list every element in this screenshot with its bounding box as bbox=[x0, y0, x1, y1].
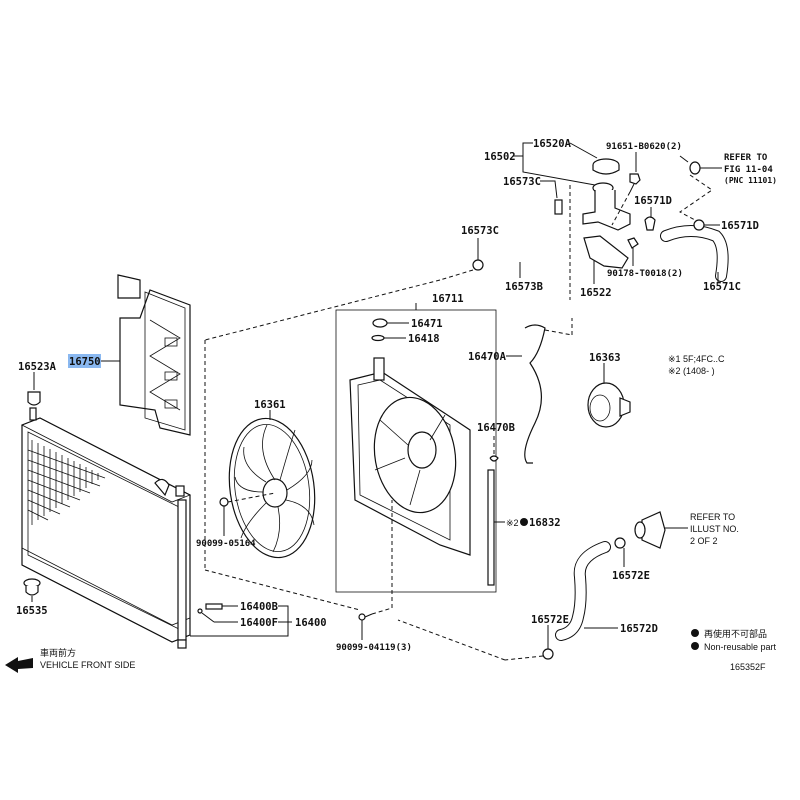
label-16535[interactable]: 16535 bbox=[16, 605, 48, 617]
part-16520A-cap[interactable] bbox=[592, 158, 620, 175]
ref-illust-line3: 2 OF 2 bbox=[690, 536, 718, 546]
nut-90099-05164[interactable] bbox=[219, 497, 229, 507]
ref-fig-line2[interactable]: FIG 11-04 bbox=[724, 165, 773, 175]
label-16400B[interactable]: 16400B bbox=[240, 601, 278, 613]
label-16400F[interactable]: 16400F bbox=[240, 617, 278, 629]
figure-code: 165352F bbox=[730, 662, 766, 672]
ref-fig-line3: (PNC 11101) bbox=[724, 176, 777, 185]
label-16571D-b[interactable]: 16571D bbox=[721, 220, 759, 232]
part-16523A-cap[interactable] bbox=[27, 372, 41, 406]
label-16470B[interactable]: 16470B bbox=[477, 422, 515, 434]
radiator[interactable] bbox=[21, 407, 191, 649]
label-16400[interactable]: 16400 bbox=[295, 617, 327, 629]
label-16523A[interactable]: 16523A bbox=[18, 361, 57, 373]
label-16471[interactable]: 16471 bbox=[411, 318, 443, 330]
part-16400B-drain-cock[interactable] bbox=[197, 603, 223, 614]
label-91651-B0620[interactable]: 91651-B0620(2) bbox=[606, 142, 682, 152]
ref-fig-line1: REFER TO bbox=[724, 153, 768, 163]
note-1: ※1 5F;4FC..C bbox=[668, 354, 725, 364]
label-16573C-lower[interactable]: 16573C bbox=[461, 225, 499, 237]
refer-fig-pipe bbox=[679, 155, 701, 175]
radiator-core-fins bbox=[27, 440, 106, 525]
ref-illust-line2[interactable]: ILLUST NO. bbox=[690, 524, 739, 534]
part-16470B-clip[interactable] bbox=[489, 455, 499, 462]
legend-en: Non-reusable part bbox=[704, 642, 777, 652]
label-16832-note: ※2 bbox=[506, 518, 519, 528]
label-90099-05164[interactable]: 90099-05164 bbox=[196, 539, 256, 549]
part-16573C-clamp-lower[interactable] bbox=[472, 259, 484, 271]
label-16832[interactable]: 16832 bbox=[529, 517, 561, 529]
ref-illust-line1: REFER TO bbox=[690, 512, 735, 522]
label-16361[interactable]: 16361 bbox=[254, 399, 286, 411]
label-16573B[interactable]: 16573B bbox=[505, 281, 543, 293]
part-16571D-clamp-b[interactable] bbox=[693, 219, 705, 231]
part-16571D-clamp-a[interactable] bbox=[644, 216, 656, 231]
legend-dot-jp bbox=[691, 629, 699, 637]
part-16502-filler-neck[interactable] bbox=[582, 182, 631, 231]
part-16572E-clamp-upper[interactable] bbox=[614, 537, 626, 549]
label-16711[interactable]: 16711 bbox=[432, 293, 464, 305]
bolt-90099-04119[interactable] bbox=[358, 613, 373, 621]
direction-jp: 車両前方 bbox=[40, 647, 76, 658]
label-90178-T0018[interactable]: 90178-T0018(2) bbox=[607, 269, 683, 279]
fan-blades bbox=[234, 424, 315, 553]
label-16750[interactable]: 16750 bbox=[69, 356, 101, 368]
label-16572D[interactable]: 16572D bbox=[620, 623, 658, 635]
part-16535-cushion[interactable] bbox=[23, 578, 41, 602]
part-16470A-hose[interactable] bbox=[524, 324, 546, 464]
label-16571C[interactable]: 16571C bbox=[703, 281, 741, 293]
label-16418[interactable]: 16418 bbox=[408, 333, 440, 345]
part-16573C-clamp-upper[interactable] bbox=[554, 199, 563, 215]
label-16363[interactable]: 16363 bbox=[589, 352, 621, 364]
highlight-16750 bbox=[68, 354, 101, 368]
vehicle-front-arrow-icon bbox=[5, 657, 33, 673]
non-reusable-dot bbox=[520, 518, 528, 526]
legend-dot-en bbox=[691, 642, 699, 650]
direction-en: VEHICLE FRONT SIDE bbox=[40, 660, 135, 670]
note-2: ※2 (1408- ) bbox=[668, 366, 715, 376]
label-16502[interactable]: 16502 bbox=[484, 151, 516, 163]
part-16363-motor[interactable] bbox=[587, 382, 631, 428]
part-16471-cap[interactable] bbox=[372, 318, 388, 328]
bolt-91651[interactable] bbox=[629, 173, 641, 193]
part-16522-bracket[interactable] bbox=[583, 235, 629, 269]
label-90099-04119[interactable]: 90099-04119(3) bbox=[336, 643, 412, 653]
label-16572E-upper[interactable]: 16572E bbox=[612, 570, 650, 582]
label-16572E-lower[interactable]: 16572E bbox=[531, 614, 569, 626]
label-16470A[interactable]: 16470A bbox=[468, 351, 507, 363]
part-16361-fan[interactable] bbox=[221, 413, 324, 563]
part-16418-gasket[interactable] bbox=[371, 334, 385, 342]
nut-90178[interactable] bbox=[627, 237, 639, 249]
part-fan-shroud[interactable] bbox=[349, 357, 471, 556]
label-16571D-a[interactable]: 16571D bbox=[634, 195, 672, 207]
part-16572E-clamp-lower[interactable] bbox=[542, 648, 554, 660]
part-16750-shroud[interactable] bbox=[117, 274, 191, 436]
legend-jp: 再使用不可部品 bbox=[704, 628, 767, 639]
label-16520A[interactable]: 16520A bbox=[533, 138, 572, 150]
label-16522[interactable]: 16522 bbox=[580, 287, 612, 299]
part-16832-seal[interactable] bbox=[487, 469, 495, 586]
refer-illust-outlet[interactable] bbox=[634, 511, 666, 549]
label-16573C-upper[interactable]: 16573C bbox=[503, 176, 541, 188]
